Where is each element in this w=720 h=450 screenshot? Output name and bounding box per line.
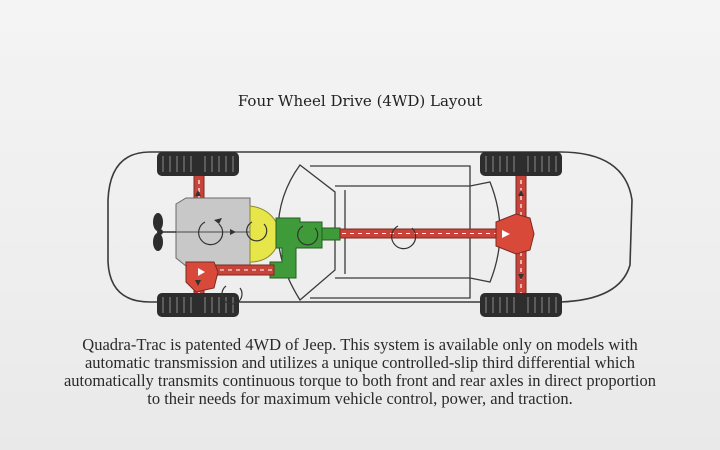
- 4wd-layout-diagram: [107, 151, 633, 317]
- diagram-caption: Quadra-Trac is patented 4WD of Jeep. Thi…: [63, 335, 657, 408]
- rear-right-tire: [480, 293, 562, 317]
- torque-flow-arrows: [195, 190, 524, 286]
- tires: [157, 152, 562, 317]
- transfer-case: [269, 217, 341, 279]
- front-differential: [185, 261, 219, 293]
- roof: [310, 165, 471, 299]
- transmission: [246, 205, 277, 263]
- engine: [175, 197, 251, 267]
- rear-differential: [495, 213, 535, 255]
- rear-left-tire: [480, 152, 562, 176]
- front-left-tire: [157, 152, 239, 176]
- rear-driveshaft: [339, 225, 501, 250]
- front-right-tire: [157, 293, 239, 317]
- car-body-outline: [107, 151, 633, 303]
- diagram-title: Four Wheel Drive (4WD) Layout: [237, 92, 483, 110]
- cooling-fan-icon: [153, 213, 176, 251]
